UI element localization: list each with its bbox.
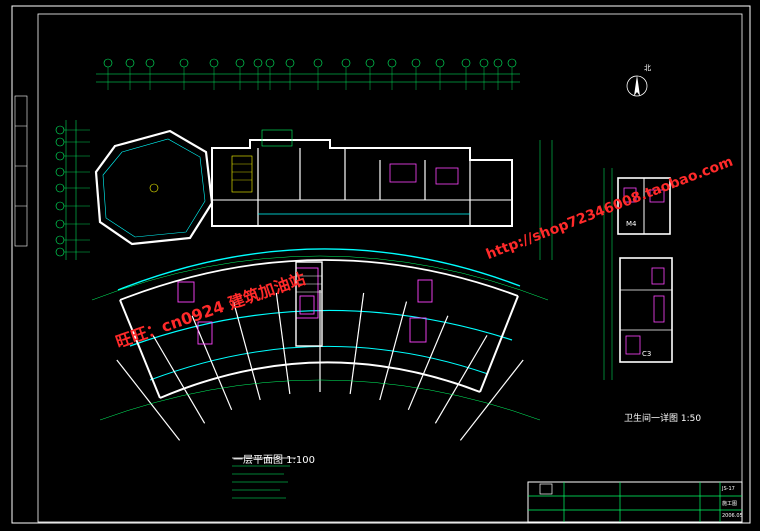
radial-wall [407, 315, 449, 411]
grid-bubble [265, 58, 275, 68]
grid-bubble [125, 58, 135, 68]
detail-plan: M4 C3 [603, 168, 673, 380]
radial-wall [459, 359, 524, 441]
tag-c3: C3 [642, 350, 651, 358]
grid-bubble [55, 125, 65, 135]
detail-title: 卫生间一详图 1:50 [624, 414, 702, 424]
radial-wall [116, 359, 181, 441]
title-block [527, 481, 743, 523]
grid-bubble [253, 58, 263, 68]
top-grid-axes [103, 58, 517, 90]
grid-bubble [179, 58, 189, 68]
grid-bubble [55, 201, 65, 211]
grid-bubble [365, 58, 375, 68]
left-grid-axes [55, 125, 90, 257]
grid-bubble [313, 58, 323, 68]
grid-bubble [55, 247, 65, 257]
grid-bubble [411, 58, 421, 68]
plan-title: 一层平面图 1:100 [233, 455, 315, 466]
grid-bubble [209, 58, 219, 68]
grid-bubble [145, 58, 155, 68]
grid-bubble [55, 219, 65, 229]
grid-bubble [55, 183, 65, 193]
grid-bubble [493, 58, 503, 68]
curved-wing [117, 248, 521, 399]
grid-bubble [285, 58, 295, 68]
sheet-date: 2006.05 [722, 513, 743, 519]
sheet-phase: 施工图 [722, 501, 738, 507]
grid-bubble [55, 137, 65, 147]
grid-bubble [55, 151, 65, 161]
grid-bubble [461, 58, 471, 68]
radial-wall [191, 315, 233, 411]
radial-wall [349, 292, 365, 395]
tag-m4: M4 [626, 220, 637, 228]
radial-wall [152, 335, 206, 424]
grid-bubble [55, 235, 65, 245]
stair-core [295, 261, 323, 347]
upper-block [211, 129, 513, 227]
grid-bubble [479, 58, 489, 68]
grid-bubble [235, 58, 245, 68]
sheet-number: JS-17 [722, 486, 735, 492]
grid-bubble [507, 58, 517, 68]
grid-bubble [55, 167, 65, 177]
plan-dimension-lines [65, 73, 553, 421]
north-arrow-icon: 北 [626, 64, 651, 97]
octagon-hall [94, 129, 214, 246]
radial-wall [275, 292, 291, 395]
radial-wall [379, 301, 408, 401]
grid-bubble [341, 58, 351, 68]
grid-bubble [387, 58, 397, 68]
sheet-border [11, 5, 751, 524]
radial-wall [434, 335, 488, 424]
grid-bubble [435, 58, 445, 68]
notes-block [232, 457, 296, 499]
grid-bubble [103, 58, 113, 68]
north-label: 北 [644, 64, 651, 72]
